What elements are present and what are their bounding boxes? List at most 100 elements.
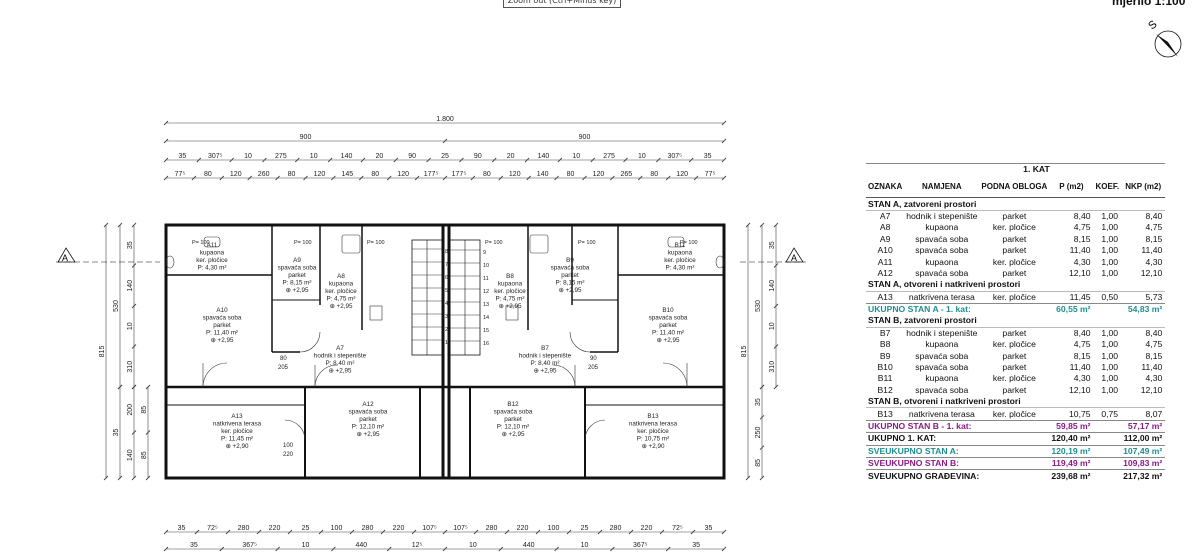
svg-text:P: 4,30 m²: P: 4,30 m² <box>197 265 226 272</box>
level-mark-icon: ⊕ +2,95 <box>357 431 380 438</box>
svg-text:P= 100: P= 100 <box>680 240 698 246</box>
svg-text:parket: parket <box>288 272 306 279</box>
level-mark-icon: ⊕ +2,95 <box>502 431 525 438</box>
dim-bottom-row2-label: 367⁵ <box>242 542 257 549</box>
dim-bottom-row1-label: 280 <box>610 525 622 532</box>
dim-top-row2-label: 140 <box>537 171 549 178</box>
svg-text:A8: A8 <box>337 273 345 280</box>
dim-top-row1-label: 90 <box>408 153 416 160</box>
svg-text:P: 12,10 m²: P: 12,10 m² <box>497 424 530 431</box>
dim-bottom-row2-label: 12⁵ <box>412 542 423 549</box>
stair-step-number: 13 <box>483 302 489 308</box>
svg-text:B10: B10 <box>662 307 674 314</box>
level-mark-icon: ⊕ +2,95 <box>330 303 353 310</box>
svg-text:A9: A9 <box>293 257 301 264</box>
dim-top-row2-label: 120 <box>593 171 605 178</box>
dim-top-row2-label: 80 <box>204 171 212 178</box>
level-mark-icon: ⊕ +2,95 <box>329 368 352 375</box>
dim-top-row1-label: 140 <box>341 153 353 160</box>
dim-top-row2-label: 120 <box>314 171 326 178</box>
table-title: 1. KAT <box>866 163 1166 176</box>
svg-text:P: 8,15 m²: P: 8,15 m² <box>282 280 311 287</box>
svg-text:B7: B7 <box>541 345 549 352</box>
svg-text:A10: A10 <box>216 307 228 314</box>
svg-text:kupaona: kupaona <box>200 250 225 257</box>
svg-text:ker. pločice: ker. pločice <box>325 288 357 295</box>
dim-bottom-row1-label: 25 <box>581 525 589 532</box>
dim-bottom-row1-label: 35 <box>178 525 186 532</box>
dim-bottom-row1-label: 107⁵ <box>453 525 468 532</box>
svg-text:parket: parket <box>659 322 677 329</box>
svg-text:80: 80 <box>280 356 287 362</box>
stair-step-number: 6 <box>445 275 448 281</box>
svg-text:spavaća soba: spavaća soba <box>494 409 533 416</box>
stair-step-number: 1 <box>445 340 448 346</box>
svg-text:hodnik i stepenište: hodnik i stepenište <box>519 353 572 360</box>
sanitary-fixtures <box>165 234 725 321</box>
svg-text:spavaća soba: spavaća soba <box>649 315 688 322</box>
level-mark-icon: ⊕ +2,95 <box>286 287 309 294</box>
dim-top-row2-label: 77⁵ <box>175 171 186 178</box>
level-mark-icon: ⊕ +2,95 <box>499 303 522 310</box>
dim-top-row1-label: 10 <box>638 153 646 160</box>
dim-bottom-row1-label: 100 <box>548 525 560 532</box>
dim-top-row1-label: 10 <box>244 153 252 160</box>
level-mark-icon: ⊕ +2,95 <box>534 368 557 375</box>
svg-text:ker. pločice: ker. pločice <box>494 288 526 295</box>
building-walls <box>164 223 726 480</box>
svg-text:spavaća soba: spavaća soba <box>278 265 317 272</box>
dim-top-row2-label: 80 <box>483 171 491 178</box>
dim-bottom-row2-label: 440 <box>523 542 535 549</box>
svg-text:P: 10,75 m²: P: 10,75 m² <box>637 436 670 443</box>
dim-left-a-label: 35 <box>113 429 120 437</box>
svg-text:100: 100 <box>283 443 294 449</box>
section-row: STAN B, zatvoreni prostori <box>866 315 1166 328</box>
section-mark-right: A <box>740 247 806 263</box>
dim-top-row2-label: 80 <box>371 171 379 178</box>
dim-bottom-row1-label: 72⁵ <box>672 525 683 532</box>
dim-bottom-row1-label: 35 <box>705 525 713 532</box>
dim-bottom-row2-label: 440 <box>355 542 367 549</box>
dim-right-detail-label: 35 <box>769 241 776 249</box>
north-label: S <box>1146 18 1159 32</box>
level-mark-icon: ⊕ +2,90 <box>226 443 249 450</box>
dim-top-row2-label: 177⁵ <box>424 171 439 178</box>
svg-text:A: A <box>791 253 797 263</box>
svg-text:A: A <box>62 253 68 263</box>
svg-text:kupaona: kupaona <box>498 281 523 288</box>
svg-text:ker. pločice: ker. pločice <box>637 428 669 435</box>
svg-text:90: 90 <box>590 356 597 362</box>
dim-overall-label: 1.800 <box>436 116 454 123</box>
dim-right-total-label: 815 <box>741 346 748 358</box>
dim-right-upper-label: 530 <box>755 300 762 312</box>
stair-step-number: 4 <box>445 301 448 307</box>
dim-top-row1-label: 90 <box>474 153 482 160</box>
dim-bottom-row2-label: 10 <box>302 542 310 549</box>
svg-text:P: 12,10 m²: P: 12,10 m² <box>352 424 385 431</box>
dim-top-row1-label: 275 <box>603 153 615 160</box>
dim-right-lower-label: 250 <box>755 427 762 439</box>
dim-left-detail-label: 35 <box>127 241 134 249</box>
dim-right-lower-label: 35 <box>755 398 762 406</box>
svg-text:B9: B9 <box>566 257 574 264</box>
dim-bottom-row1-label: 280 <box>238 525 250 532</box>
dim-half-label: 900 <box>300 134 312 141</box>
svg-text:A7: A7 <box>336 345 344 352</box>
svg-text:kupaona: kupaona <box>668 250 693 257</box>
svg-text:P: 4,75 m²: P: 4,75 m² <box>495 296 524 303</box>
svg-text:B13: B13 <box>647 413 659 420</box>
svg-text:A11: A11 <box>207 242 218 249</box>
